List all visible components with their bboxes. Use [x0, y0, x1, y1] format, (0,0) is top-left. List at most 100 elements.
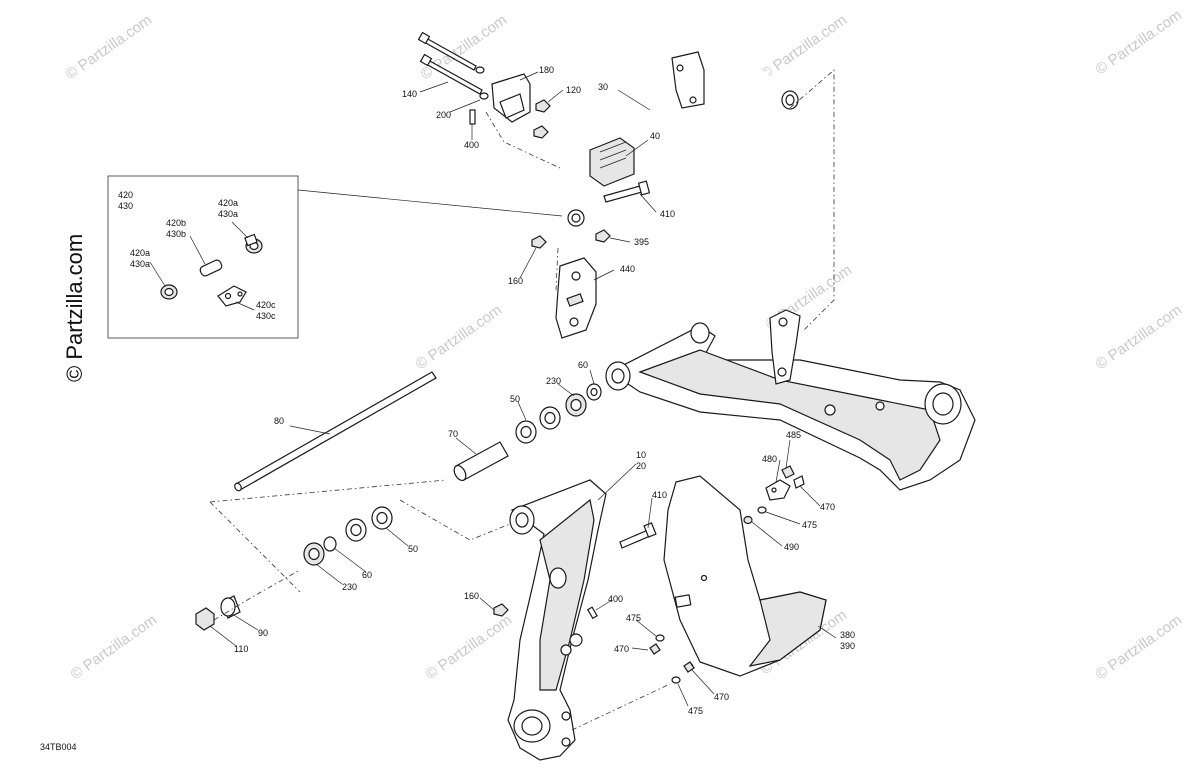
label-430a: 430a [218, 209, 238, 219]
watermark-vertical: © Partzilla.com [62, 234, 87, 382]
screw-400-upper [469, 109, 476, 125]
label-410-lower: 410 [652, 490, 667, 500]
label-110: 110 [234, 644, 248, 654]
label-420c: 420c [256, 300, 276, 310]
washers-200 [475, 66, 489, 100]
label-440: 440 [620, 264, 635, 274]
label-80: 80 [274, 416, 284, 426]
inset-label-420a-430a-top: 420a 430a [218, 198, 238, 219]
bearing-stack-lower [303, 506, 393, 566]
label-470-a: 470 [820, 502, 835, 512]
watermark: © Partzilla.com [413, 301, 506, 373]
part-labels: 180 120 30 140 200 400 40 410 395 160 44… [40, 65, 855, 752]
label-180: 180 [539, 65, 554, 75]
bolt-lower [619, 522, 657, 549]
label-230-lower: 230 [342, 582, 357, 592]
leader-lines [209, 71, 837, 707]
nut-160-lower [493, 603, 509, 617]
inset-label-420b-430b: 420b 430b [166, 218, 186, 239]
label-430b: 430b [166, 229, 186, 239]
bolts-140 [417, 31, 483, 95]
label-70: 70 [448, 429, 458, 439]
label-20: 20 [636, 461, 646, 471]
label-470-c: 470 [714, 692, 729, 702]
label-430c: 430c [256, 311, 276, 321]
watermark: © Partzilla.com [758, 11, 851, 83]
inset-label-420-430: 420 430 [118, 190, 133, 211]
anti-roll-bar [542, 54, 799, 227]
nut-395 [595, 229, 611, 243]
cable-guide [765, 465, 805, 501]
label-230-upper: 230 [546, 376, 561, 386]
watermark: © Partzilla.com [68, 611, 161, 683]
label-475-c: 475 [688, 706, 703, 716]
label-485: 485 [786, 430, 801, 440]
label-30: 30 [598, 82, 608, 92]
label-160-upper: 160 [508, 276, 523, 286]
label-390: 390 [840, 641, 855, 651]
label-430a-left: 430a [130, 259, 150, 269]
label-490: 490 [784, 542, 799, 552]
label-475-b: 475 [626, 613, 641, 623]
label-480: 480 [762, 454, 777, 464]
washer-90 [220, 595, 241, 619]
inset-sleeve [199, 259, 223, 277]
label-430: 430 [118, 201, 133, 211]
inset-label-420a-430a-left: 420a 430a [130, 248, 150, 269]
diagram-code: 34TB004 [40, 742, 77, 752]
label-50-upper: 50 [510, 394, 520, 404]
clamp-bracket-upper [671, 51, 705, 109]
skid-plate [663, 475, 827, 677]
label-470-b: 470 [614, 644, 629, 654]
label-420b: 420b [166, 218, 186, 228]
watermark: © Partzilla.com [1093, 611, 1186, 683]
pivot-shaft [234, 371, 437, 492]
inset-washer-left [160, 284, 178, 300]
small-washers [649, 506, 767, 684]
nut-160-upper [531, 235, 547, 249]
inset-label-420c-430c: 420c 430c [256, 300, 276, 321]
label-420a: 420a [218, 198, 238, 208]
label-120: 120 [566, 85, 581, 95]
watermark: © Partzilla.com [63, 11, 156, 83]
upper-trailing-arm [605, 309, 976, 491]
label-420: 420 [118, 190, 133, 200]
label-10: 10 [636, 450, 646, 460]
clamp-bracket-180 [491, 73, 531, 123]
label-40: 40 [650, 131, 660, 141]
label-380: 380 [840, 630, 855, 640]
label-420a-left: 420a [130, 248, 150, 258]
watermark: © Partzilla.com [1093, 301, 1186, 373]
inset-box [107, 175, 563, 339]
lower-trailing-arm [507, 479, 607, 761]
bushing-block [589, 137, 635, 187]
label-395: 395 [634, 237, 649, 247]
watermark: © Partzilla.com [423, 611, 516, 683]
label-140: 140 [402, 89, 417, 99]
label-90: 90 [258, 628, 268, 638]
label-50-lower: 50 [408, 544, 418, 554]
watermark: © Partzilla.com [1093, 6, 1186, 78]
label-475-a: 475 [802, 520, 817, 530]
label-400-upper: 400 [464, 140, 479, 150]
inset-bracket [217, 285, 247, 307]
bearing-stack-upper [515, 383, 602, 444]
label-60-upper: 60 [578, 360, 588, 370]
bolt-upper [603, 180, 651, 203]
inset-flange-bushing [244, 233, 263, 254]
label-400-lower: 400 [608, 594, 623, 604]
label-160-lower: 160 [464, 591, 479, 601]
nut-110 [195, 607, 215, 631]
label-60-lower: 60 [362, 570, 372, 580]
label-410-upper: 410 [660, 209, 675, 219]
nuts-120 [533, 99, 551, 139]
link-bracket [555, 257, 597, 339]
label-200: 200 [436, 110, 451, 120]
label-380-390: 380 390 [840, 630, 855, 651]
screw-400-lower [586, 606, 598, 620]
watermark: © Partzilla.com [418, 11, 511, 83]
label-10-20: 10 20 [636, 450, 646, 471]
spacer-sleeve [453, 441, 509, 482]
